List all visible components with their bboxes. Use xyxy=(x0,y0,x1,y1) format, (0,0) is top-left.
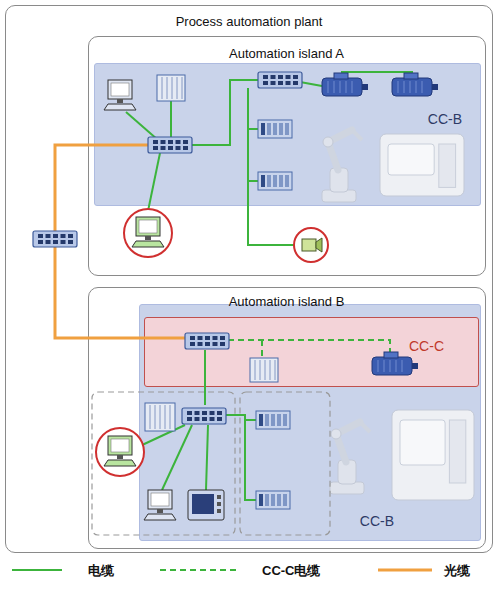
legend-text: CC-C电缆 xyxy=(262,562,321,580)
camera-device xyxy=(294,228,328,262)
hmi-panel xyxy=(188,490,224,520)
region-title: CC-B xyxy=(360,513,394,529)
legend-text: 电缆 xyxy=(88,562,114,580)
network-switch xyxy=(185,333,229,349)
io-module xyxy=(256,411,290,429)
personal-computer xyxy=(104,436,136,466)
network-cable xyxy=(204,350,206,405)
network-cable xyxy=(342,72,412,78)
legend-text: 光缆 xyxy=(444,562,470,580)
personal-computer xyxy=(132,217,164,247)
network-cable xyxy=(148,153,160,211)
region-title: Automation island A xyxy=(229,46,344,61)
machine-tool xyxy=(380,134,464,196)
plc-rack xyxy=(145,403,175,431)
region-title: Automation island B xyxy=(229,294,345,309)
io-module xyxy=(256,491,290,509)
legend-entry: 电缆 xyxy=(88,561,114,580)
plc-rack xyxy=(157,75,185,101)
legend-sample xyxy=(160,569,238,571)
legend-entry: 光缆 xyxy=(444,561,470,580)
personal-computer xyxy=(104,80,136,110)
drive-motor xyxy=(322,73,368,96)
machine-tool xyxy=(392,410,474,500)
network-cable xyxy=(228,340,390,355)
drive-motor xyxy=(392,73,438,96)
group-bracket xyxy=(92,392,235,535)
personal-computer xyxy=(144,490,176,520)
network-cable xyxy=(248,180,258,182)
network-switch xyxy=(33,231,77,247)
plc-rack xyxy=(250,358,278,382)
network-cable xyxy=(245,419,256,421)
region-title: CC-C xyxy=(409,338,444,354)
network-switch xyxy=(148,137,192,153)
legend-entry: CC-C电缆 xyxy=(262,561,321,580)
group-bracket xyxy=(240,392,330,535)
network-cable xyxy=(248,128,258,130)
network-switch xyxy=(258,72,302,88)
io-module xyxy=(258,172,292,190)
robot-figure xyxy=(330,422,370,494)
highlight-circle xyxy=(96,428,144,476)
network-cable xyxy=(170,101,172,137)
network-switch xyxy=(182,408,226,424)
network-cable xyxy=(300,82,322,86)
drive-motor xyxy=(372,352,418,375)
cc-c-region: CC-C xyxy=(144,317,479,387)
network-cable xyxy=(126,112,158,140)
highlight-circle xyxy=(124,209,172,257)
legend-sample xyxy=(378,569,432,572)
robot-figure xyxy=(322,130,362,202)
network-cable xyxy=(162,425,192,490)
io-module xyxy=(258,120,292,138)
region-title: Process automation plant xyxy=(176,14,323,29)
network-cable xyxy=(206,425,208,490)
region-title: CC-B xyxy=(428,111,462,127)
network-cable xyxy=(248,88,295,245)
network-cable xyxy=(225,415,256,500)
network-cable xyxy=(261,340,263,358)
legend-sample xyxy=(12,569,62,571)
